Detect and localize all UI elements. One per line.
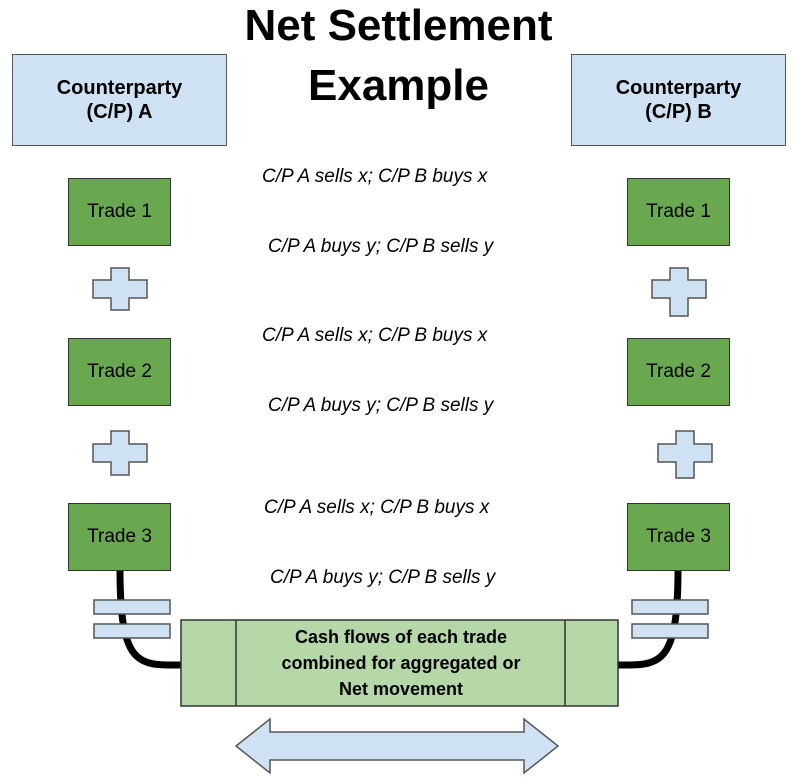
counterparty-a-label-line2: (C/P) A [86, 101, 153, 123]
trade-2-sell-description: C/P A sells x; C/P B buys x [262, 325, 488, 346]
cash-flow-label: Cash flows of each trade combined for ag… [236, 622, 566, 704]
cash-flow-label-line2: combined for aggregated or [281, 653, 521, 673]
connector-right [613, 569, 682, 669]
diagram-title-line1: Net Settlement [244, 1, 553, 50]
trade-1-sell-description: C/P A sells x; C/P B buys x [262, 166, 488, 187]
trade-1-left: Trade 1 [68, 178, 171, 246]
equals-icon-right [631, 599, 709, 639]
plus-icon-left-1 [92, 267, 148, 311]
plus-icon-right-1 [651, 267, 707, 317]
counterparty-b-box: Counterparty (C/P) B [571, 54, 786, 146]
plus-icon-left-2 [92, 430, 148, 476]
plus-icon-right-2 [657, 430, 713, 479]
counterparty-b-label-line1: Counterparty [615, 77, 742, 99]
counterparty-b-label-line2: (C/P) B [645, 101, 712, 123]
double-arrow-icon [234, 717, 560, 775]
trade-3-sell-description: C/P A sells x; C/P B buys x [264, 497, 490, 518]
counterparty-a-box: Counterparty (C/P) A [12, 54, 227, 146]
cash-flow-label-line1: Cash flows of each trade [294, 627, 508, 647]
trade-3-left: Trade 3 [68, 503, 171, 571]
trade-2-left: Trade 2 [68, 338, 171, 406]
cash-flow-box [180, 619, 619, 707]
trade-1-buy-description: C/P A buys y; C/P B sells y [268, 236, 494, 257]
trade-3-right: Trade 3 [627, 503, 730, 571]
trade-3-buy-description: C/P A buys y; C/P B sells y [270, 567, 496, 588]
connector-left [116, 569, 185, 669]
trade-1-right: Trade 1 [627, 178, 730, 246]
cash-flow-label-line3: Net movement [338, 679, 464, 699]
diagram-title-line2: Example [308, 61, 489, 110]
counterparty-a-label-line1: Counterparty [56, 77, 183, 99]
equals-icon-left [93, 599, 171, 639]
trade-2-buy-description: C/P A buys y; C/P B sells y [268, 395, 494, 416]
trade-2-right: Trade 2 [627, 338, 730, 406]
